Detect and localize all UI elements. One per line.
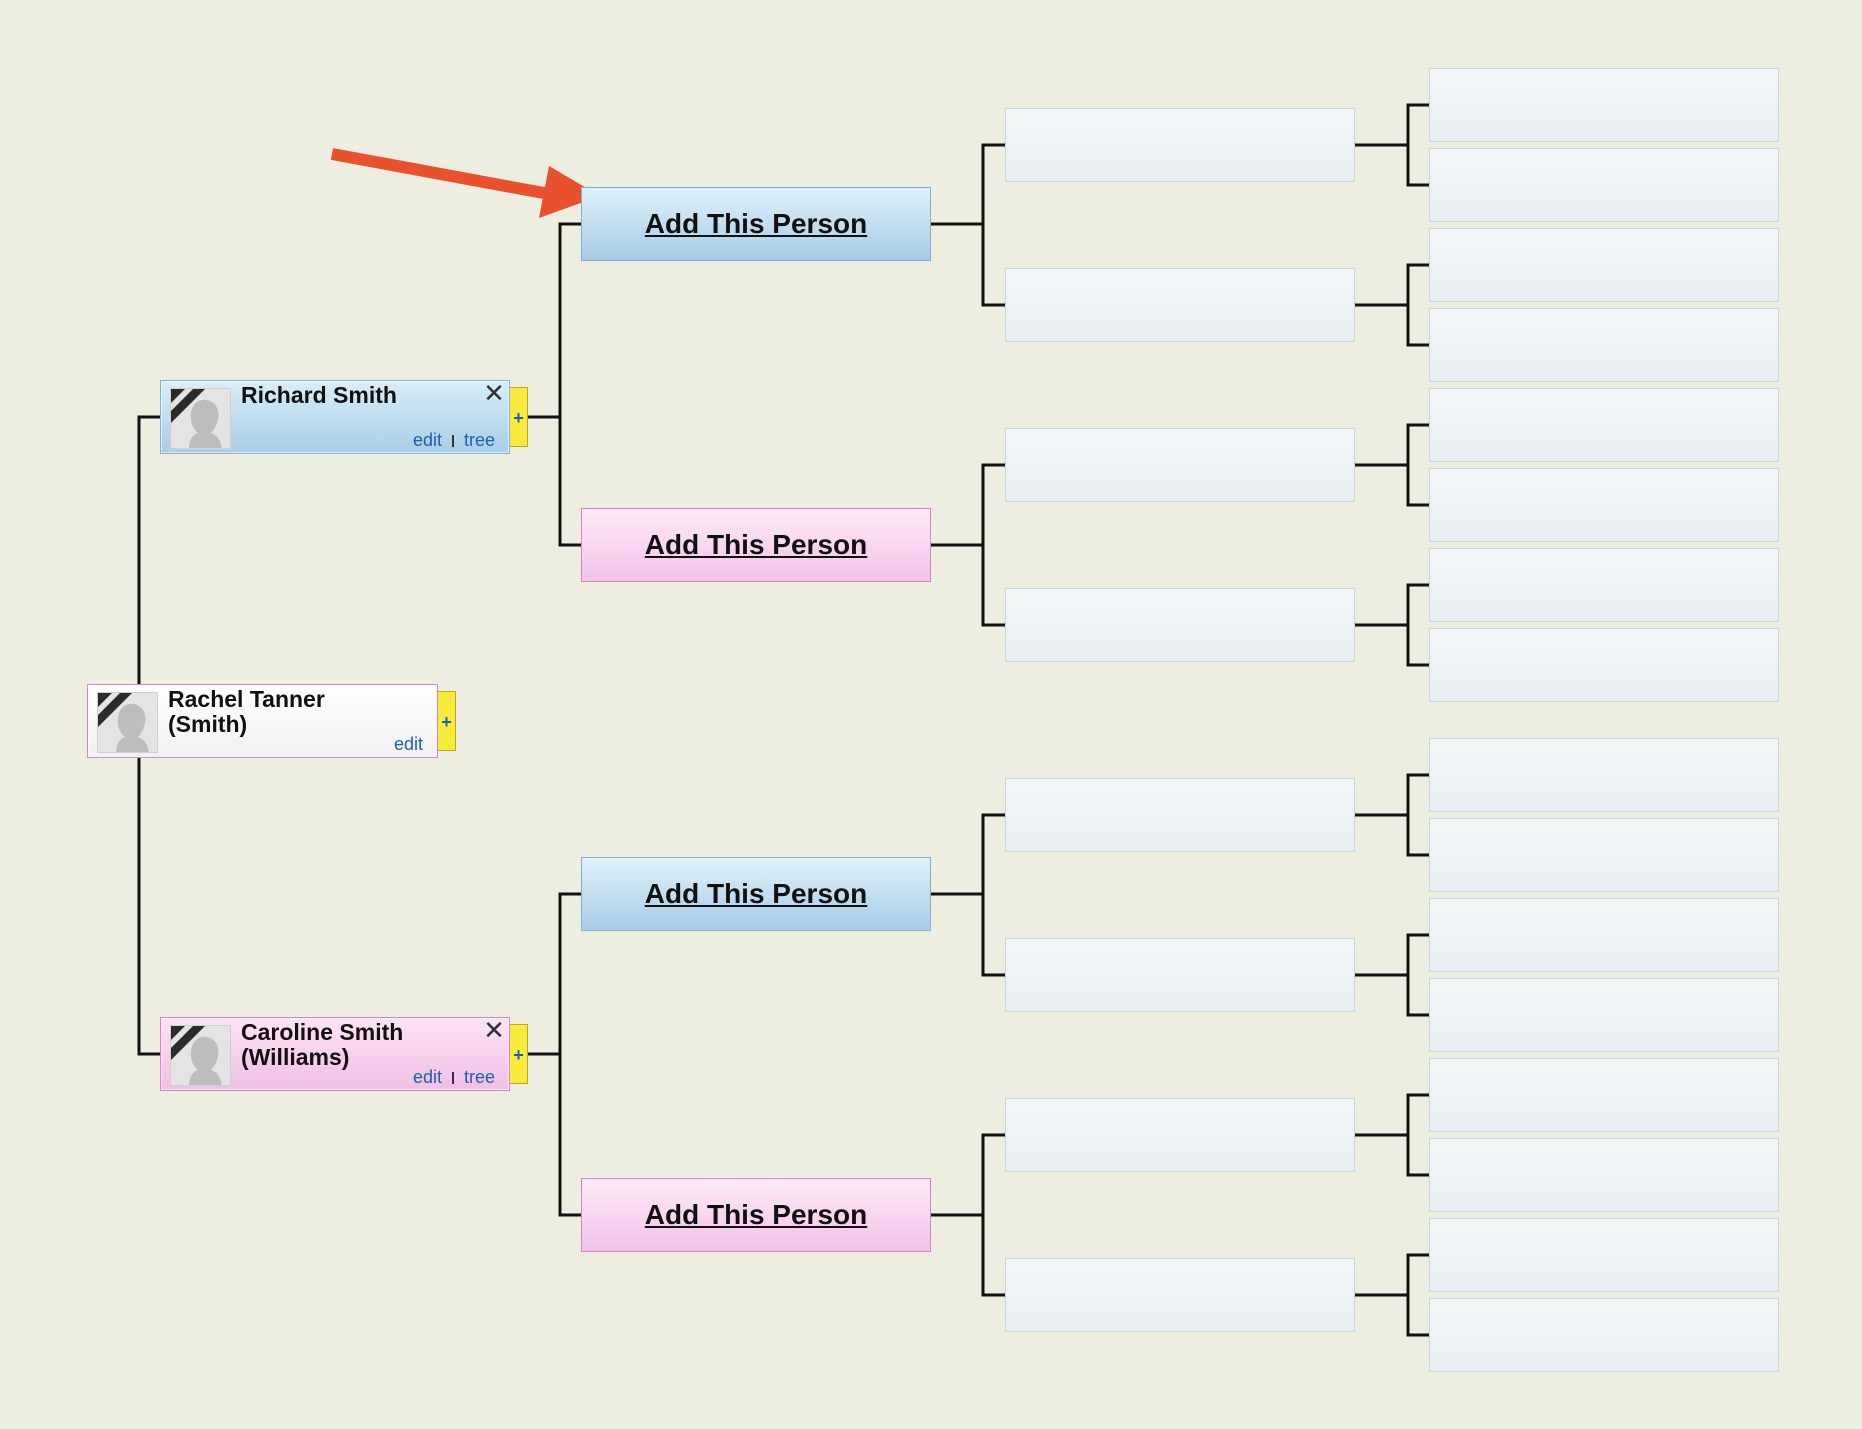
person-photo	[97, 692, 158, 753]
add-this-person-button[interactable]: Add This Person	[581, 508, 931, 582]
empty-ancestor-slot	[1429, 308, 1779, 382]
mother-links: edit tree	[413, 1067, 495, 1088]
connector-line	[1406, 423, 1429, 507]
empty-ancestor-slot	[1005, 588, 1355, 662]
connector-line	[1406, 773, 1429, 857]
mother-card[interactable]: Caroline Smith (Williams) ✕ edit tree	[160, 1015, 510, 1091]
connector-line	[1406, 103, 1429, 187]
add-this-person-button[interactable]: Add This Person	[581, 857, 931, 931]
link-separator	[451, 1072, 454, 1085]
plus-icon[interactable]: +	[510, 387, 528, 447]
silhouette-icon	[98, 693, 157, 752]
connector-line	[558, 222, 581, 547]
empty-ancestor-slot	[1429, 818, 1779, 892]
empty-ancestor-slot	[1005, 778, 1355, 852]
silhouette-icon	[171, 1026, 230, 1085]
edit-link[interactable]: edit	[412, 1067, 442, 1087]
father-links: edit tree	[413, 430, 495, 451]
mother-name: Caroline Smith (Williams)	[241, 1019, 404, 1070]
arrow-annotation	[330, 148, 600, 218]
edit-link[interactable]: edit	[412, 430, 442, 450]
empty-ancestor-slot	[1429, 1058, 1779, 1132]
root-person-links: edit	[394, 734, 423, 755]
empty-ancestor-slot	[1429, 1218, 1779, 1292]
empty-ancestor-slot	[1429, 468, 1779, 542]
empty-ancestor-slot	[1429, 628, 1779, 702]
empty-ancestor-slot	[1429, 1138, 1779, 1212]
person-photo	[170, 1025, 231, 1086]
edit-link[interactable]: edit	[393, 734, 423, 754]
link-separator	[451, 435, 454, 448]
connector-line	[981, 143, 1005, 307]
empty-ancestor-slot	[1005, 428, 1355, 502]
empty-ancestor-slot	[1429, 148, 1779, 222]
connector-line	[1406, 1253, 1429, 1337]
root-person-name: Rachel Tanner (Smith)	[168, 686, 325, 737]
connector-line	[1406, 263, 1429, 347]
empty-ancestor-slot	[1429, 388, 1779, 462]
plus-icon[interactable]: +	[510, 1024, 528, 1084]
connector-line	[981, 1133, 1005, 1297]
add-this-person-label: Add This Person	[644, 878, 868, 909]
add-this-person-label: Add This Person	[644, 1199, 868, 1230]
empty-ancestor-slot	[1005, 1098, 1355, 1172]
connector-line	[981, 813, 1005, 977]
tree-link[interactable]: tree	[463, 1067, 495, 1087]
person-photo	[170, 388, 231, 449]
add-this-person-label: Add This Person	[644, 529, 868, 560]
connector-line	[981, 463, 1005, 627]
father-card[interactable]: Richard Smith ✕ edit tree	[160, 378, 510, 454]
empty-ancestor-slot	[1005, 938, 1355, 1012]
silhouette-icon	[171, 389, 230, 448]
empty-ancestor-slot	[1429, 548, 1779, 622]
connector-line	[1406, 583, 1429, 667]
connector-line	[1406, 1093, 1429, 1177]
connector-line	[137, 415, 160, 684]
add-this-person-button[interactable]: Add This Person	[581, 1178, 931, 1252]
close-icon[interactable]: ✕	[483, 378, 505, 408]
connector-line	[558, 892, 581, 1217]
father-name: Richard Smith	[241, 382, 397, 408]
empty-ancestor-slot	[1429, 228, 1779, 302]
close-icon[interactable]: ✕	[483, 1015, 505, 1045]
empty-ancestor-slot	[1429, 738, 1779, 812]
empty-ancestor-slot	[1429, 898, 1779, 972]
empty-ancestor-slot	[1005, 108, 1355, 182]
empty-ancestor-slot	[1429, 68, 1779, 142]
empty-ancestor-slot	[1429, 1298, 1779, 1372]
add-this-person-button[interactable]: Add This Person	[581, 187, 931, 261]
tree-link[interactable]: tree	[463, 430, 495, 450]
plus-icon[interactable]: +	[438, 691, 456, 751]
add-this-person-label: Add This Person	[644, 208, 868, 239]
empty-ancestor-slot	[1005, 1258, 1355, 1332]
empty-ancestor-slot	[1005, 268, 1355, 342]
connector-line	[1406, 933, 1429, 1017]
connector-line	[137, 758, 160, 1056]
empty-ancestor-slot	[1429, 978, 1779, 1052]
root-person-card[interactable]: Rachel Tanner (Smith) edit	[87, 684, 438, 758]
